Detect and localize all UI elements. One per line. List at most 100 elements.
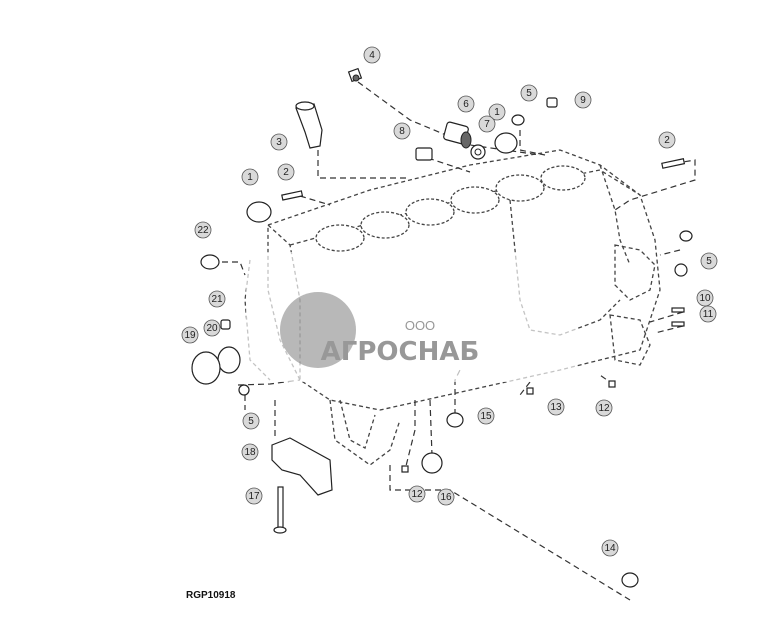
callout-number: 20: [206, 323, 218, 334]
part-9-plug: [546, 97, 558, 108]
part-1-cup-plug-left: [246, 201, 272, 223]
callout-1: 1: [488, 103, 506, 121]
callout-bubble: [241, 168, 259, 186]
callout-number: 12: [411, 489, 423, 500]
company-watermark: ООО АГРОСНАБ: [246, 252, 576, 382]
part-19-bushing: [191, 351, 221, 385]
callout-bubble: [208, 290, 226, 308]
callout-bubble: [203, 319, 221, 337]
callout-17: 17: [245, 487, 263, 505]
callout-bubble: [478, 115, 496, 133]
callout-6: 6: [457, 95, 475, 113]
part-7-seal-ring: [470, 144, 486, 160]
callout-5: 5: [700, 252, 718, 270]
part-17-cap-bolt: [273, 486, 287, 534]
callout-number: 2: [664, 135, 670, 146]
callout-bubble: [270, 133, 288, 151]
callout-18: 18: [241, 443, 259, 461]
callout-9: 9: [574, 91, 592, 109]
callout-number: 12: [598, 403, 610, 414]
callout-number: 16: [440, 492, 452, 503]
callout-number: 22: [197, 225, 209, 236]
callout-5: 5: [242, 412, 260, 430]
gear-logo-icon: [280, 292, 356, 368]
callout-20: 20: [203, 319, 221, 337]
callout-number: 3: [276, 137, 282, 148]
part-2-stud-left: [281, 190, 304, 201]
callout-number: 18: [244, 447, 256, 458]
callout-16: 16: [437, 488, 455, 506]
callout-number: 11: [703, 309, 714, 320]
callout-bubble: [699, 305, 717, 323]
callout-number: 6: [463, 99, 469, 110]
callout-bubble: [408, 485, 426, 503]
callout-2: 2: [277, 163, 295, 181]
callout-bubble: [696, 289, 714, 307]
part-13-fitting: [526, 387, 534, 395]
callout-number: 5: [706, 256, 712, 267]
callout-bubble: [363, 46, 381, 64]
callout-bubble: [277, 163, 295, 181]
part-12-plug-lower: [401, 465, 409, 473]
callout-2: 2: [658, 131, 676, 149]
part-11-pin: [671, 321, 685, 327]
callout-bubble: [477, 407, 495, 425]
cylinder-block: [244, 149, 661, 466]
callout-number: 5: [248, 416, 254, 427]
callout-7: 7: [478, 115, 496, 133]
callout-bubble: [601, 539, 619, 557]
callout-12: 12: [408, 485, 426, 503]
callout-number: 8: [399, 126, 405, 137]
callout-21: 21: [208, 290, 226, 308]
callout-bubble: [574, 91, 592, 109]
callout-11: 11: [699, 305, 717, 323]
callout-bubble: [595, 399, 613, 417]
part-12-plug-right: [608, 380, 616, 388]
callout-number: 1: [494, 107, 500, 118]
callout-bubble: [547, 398, 565, 416]
callout-number: 7: [484, 119, 490, 130]
part-18-bearing-cap: [271, 437, 333, 496]
part-4-fitting: [347, 67, 363, 83]
part-10-pin: [671, 307, 685, 313]
callout-bubble: [241, 443, 259, 461]
part-22-plug: [200, 254, 220, 270]
callout-4: 4: [363, 46, 381, 64]
part-6-plug: [443, 121, 472, 149]
part-1-cup-plug-top: [494, 132, 518, 154]
callout-14: 14: [601, 539, 619, 557]
callout-number: 21: [211, 294, 223, 305]
part-8-fitting: [415, 147, 433, 161]
callout-8: 8: [393, 122, 411, 140]
callout-bubble: [488, 103, 506, 121]
part-5-plug-top: [511, 114, 525, 126]
reference-code: RGP10918: [186, 590, 236, 601]
part-20-bushing: [217, 346, 241, 374]
callout-number: 2: [283, 167, 289, 178]
callout-13: 13: [547, 398, 565, 416]
callout-number: 15: [480, 411, 492, 422]
callout-number: 1: [247, 172, 253, 183]
callout-bubble: [181, 326, 199, 344]
callout-15: 15: [477, 407, 495, 425]
watermark-prefix: ООО: [405, 318, 435, 333]
callout-bubble: [520, 84, 538, 102]
callout-bubble: [393, 122, 411, 140]
part-5-plug-right: [674, 230, 693, 277]
callout-1: 1: [241, 168, 259, 186]
part-16-plug: [421, 452, 443, 474]
callout-3: 3: [270, 133, 288, 151]
callout-5: 5: [520, 84, 538, 102]
watermark-company-name: АГРОСНАБ: [321, 337, 480, 367]
callout-number: 14: [604, 543, 616, 554]
callout-19: 19: [181, 326, 199, 344]
callout-number: 5: [526, 88, 532, 99]
callout-22: 22: [194, 221, 212, 239]
callout-bubble: [700, 252, 718, 270]
part-3-nozzle: [295, 101, 323, 149]
part-21-plug: [220, 319, 231, 330]
callout-bubble: [437, 488, 455, 506]
callout-12: 12: [595, 399, 613, 417]
